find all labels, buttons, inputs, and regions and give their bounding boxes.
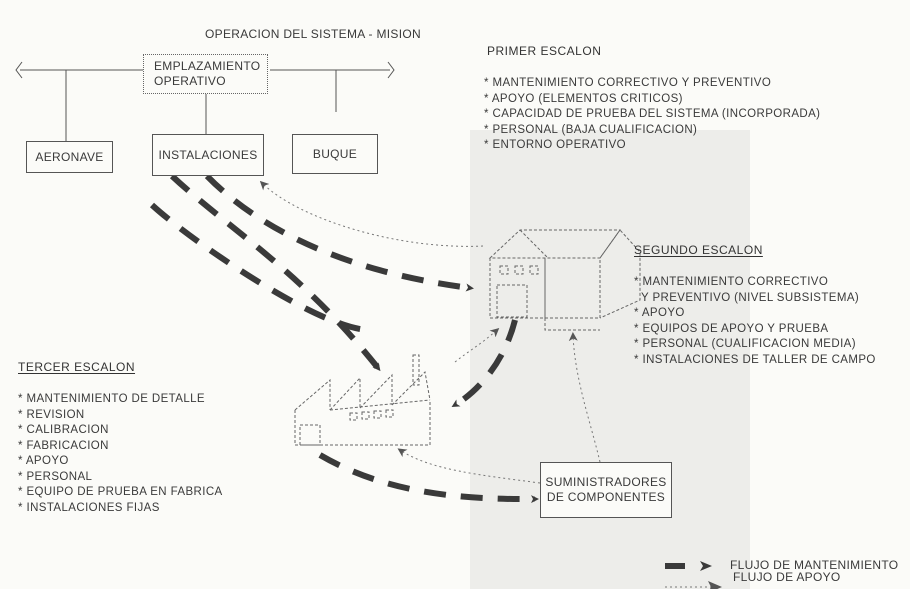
list-item: PERSONAL (BAJA CUALIFICACION) bbox=[484, 123, 820, 139]
segundo-escalon-list: MANTENIMIENTO CORRECTIVO Y PREVENTIVO (N… bbox=[634, 275, 876, 368]
legend-support-arrow bbox=[708, 581, 722, 589]
legend-support-label: FLUJO DE APOYO bbox=[733, 570, 841, 584]
list-item: EQUIPO DE PRUEBA EN FABRICA bbox=[18, 485, 223, 501]
list-item: CALIBRACION bbox=[18, 423, 223, 439]
node-buque: BUQUE bbox=[292, 134, 378, 174]
list-item: PERSONAL (CUALIFICACION MEDIA) bbox=[634, 337, 876, 353]
factory-building bbox=[294, 354, 431, 446]
maintenance-flow-to-second bbox=[204, 173, 474, 292]
segundo-escalon-heading: SEGUNDO ESCALON bbox=[634, 243, 763, 257]
break-mark-left bbox=[15, 61, 23, 79]
diagram-title: OPERACION DEL SISTEMA - MISION bbox=[205, 27, 421, 41]
break-mark-right bbox=[387, 61, 395, 79]
tercer-escalon-list: MANTENIMIENTO DE DETALLE REVISION CALIBR… bbox=[18, 392, 223, 516]
list-item: PERSONAL bbox=[18, 470, 223, 486]
node-aeronave: AERONAVE bbox=[26, 141, 113, 173]
primer-escalon-heading: PRIMER ESCALON bbox=[487, 44, 602, 58]
node-instalaciones: INSTALACIONES bbox=[152, 134, 264, 176]
legend-maintenance-label: FLUJO DE MANTENIMIENTO bbox=[730, 558, 899, 572]
support-flow-suppliers-to-third bbox=[397, 448, 541, 484]
list-item: APOYO bbox=[634, 306, 876, 322]
legend-maintenance-arrow bbox=[700, 561, 712, 571]
list-item: MANTENIMIENTO CORRECTIVO bbox=[634, 275, 876, 291]
list-item: MANTENIMIENTO DE DETALLE bbox=[18, 392, 223, 408]
list-item: MANTENIMIENTO CORRECTIVO Y PREVENTIVO bbox=[484, 76, 820, 92]
maintenance-flow-to-third bbox=[169, 173, 381, 372]
tercer-escalon-heading: TERCER ESCALON bbox=[18, 360, 136, 374]
maintenance-flow-to-second-lower bbox=[149, 202, 371, 333]
list-item: INSTALACIONES DE TALLER DE CAMPO bbox=[634, 353, 876, 369]
maintenance-flow-third-to-suppliers bbox=[318, 452, 539, 504]
list-item: CAPACIDAD DE PRUEBA DEL SISTEMA (INCORPO… bbox=[484, 107, 820, 123]
field-workshop-building bbox=[488, 229, 641, 331]
list-item: REVISION bbox=[18, 408, 223, 424]
list-item: ENTORNO OPERATIVO bbox=[484, 138, 820, 154]
primer-escalon-list: MANTENIMIENTO CORRECTIVO Y PREVENTIVO AP… bbox=[484, 76, 820, 154]
list-item: FABRICACION bbox=[18, 439, 223, 455]
support-flow-second-to-instalaciones bbox=[259, 180, 484, 247]
list-item: APOYO bbox=[18, 454, 223, 470]
maintenance-flow-second-to-third bbox=[451, 319, 518, 408]
list-item: Y PREVENTIVO (NIVEL SUBSISTEMA) bbox=[640, 291, 860, 304]
list-item: INSTALACIONES FIJAS bbox=[18, 501, 223, 517]
support-flow-third-to-second bbox=[454, 328, 500, 363]
list-item: APOYO (ELEMENTOS CRITICOS) bbox=[484, 92, 820, 108]
node-suministradores: SUMINISTRADORES DE COMPONENTES bbox=[540, 462, 672, 518]
support-flow-suppliers-to-second bbox=[568, 332, 601, 463]
list-item: EQUIPOS DE APOYO Y PRUEBA bbox=[634, 322, 876, 338]
node-emplazamiento: EMPLAZAMIENTO OPERATIVO bbox=[143, 54, 268, 94]
